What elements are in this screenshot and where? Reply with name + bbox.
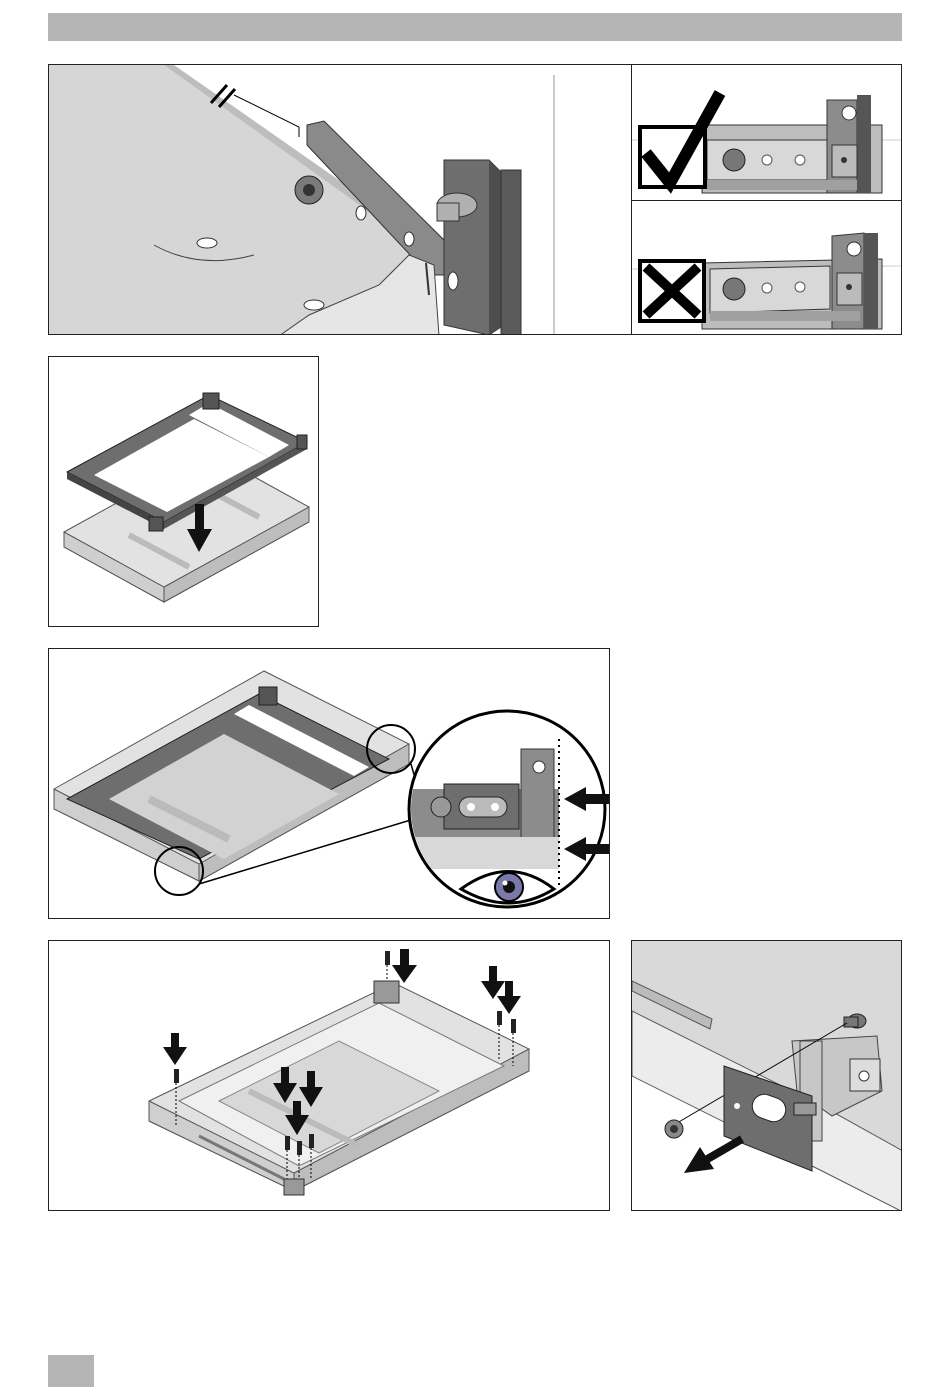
page-number-tab (48, 1355, 94, 1387)
figure-screw-positions (48, 940, 610, 1211)
nut-icon (665, 1120, 683, 1138)
figure-correct-alignment (631, 64, 902, 201)
figure-incorrect-alignment (631, 200, 902, 335)
figure-rail-detail (48, 64, 632, 335)
figure-alignment-check (48, 648, 610, 919)
cross-icon (640, 261, 704, 321)
figure-plate-removal (631, 940, 902, 1211)
header-bar (48, 13, 902, 41)
figure-frame-into-tray (48, 356, 319, 627)
